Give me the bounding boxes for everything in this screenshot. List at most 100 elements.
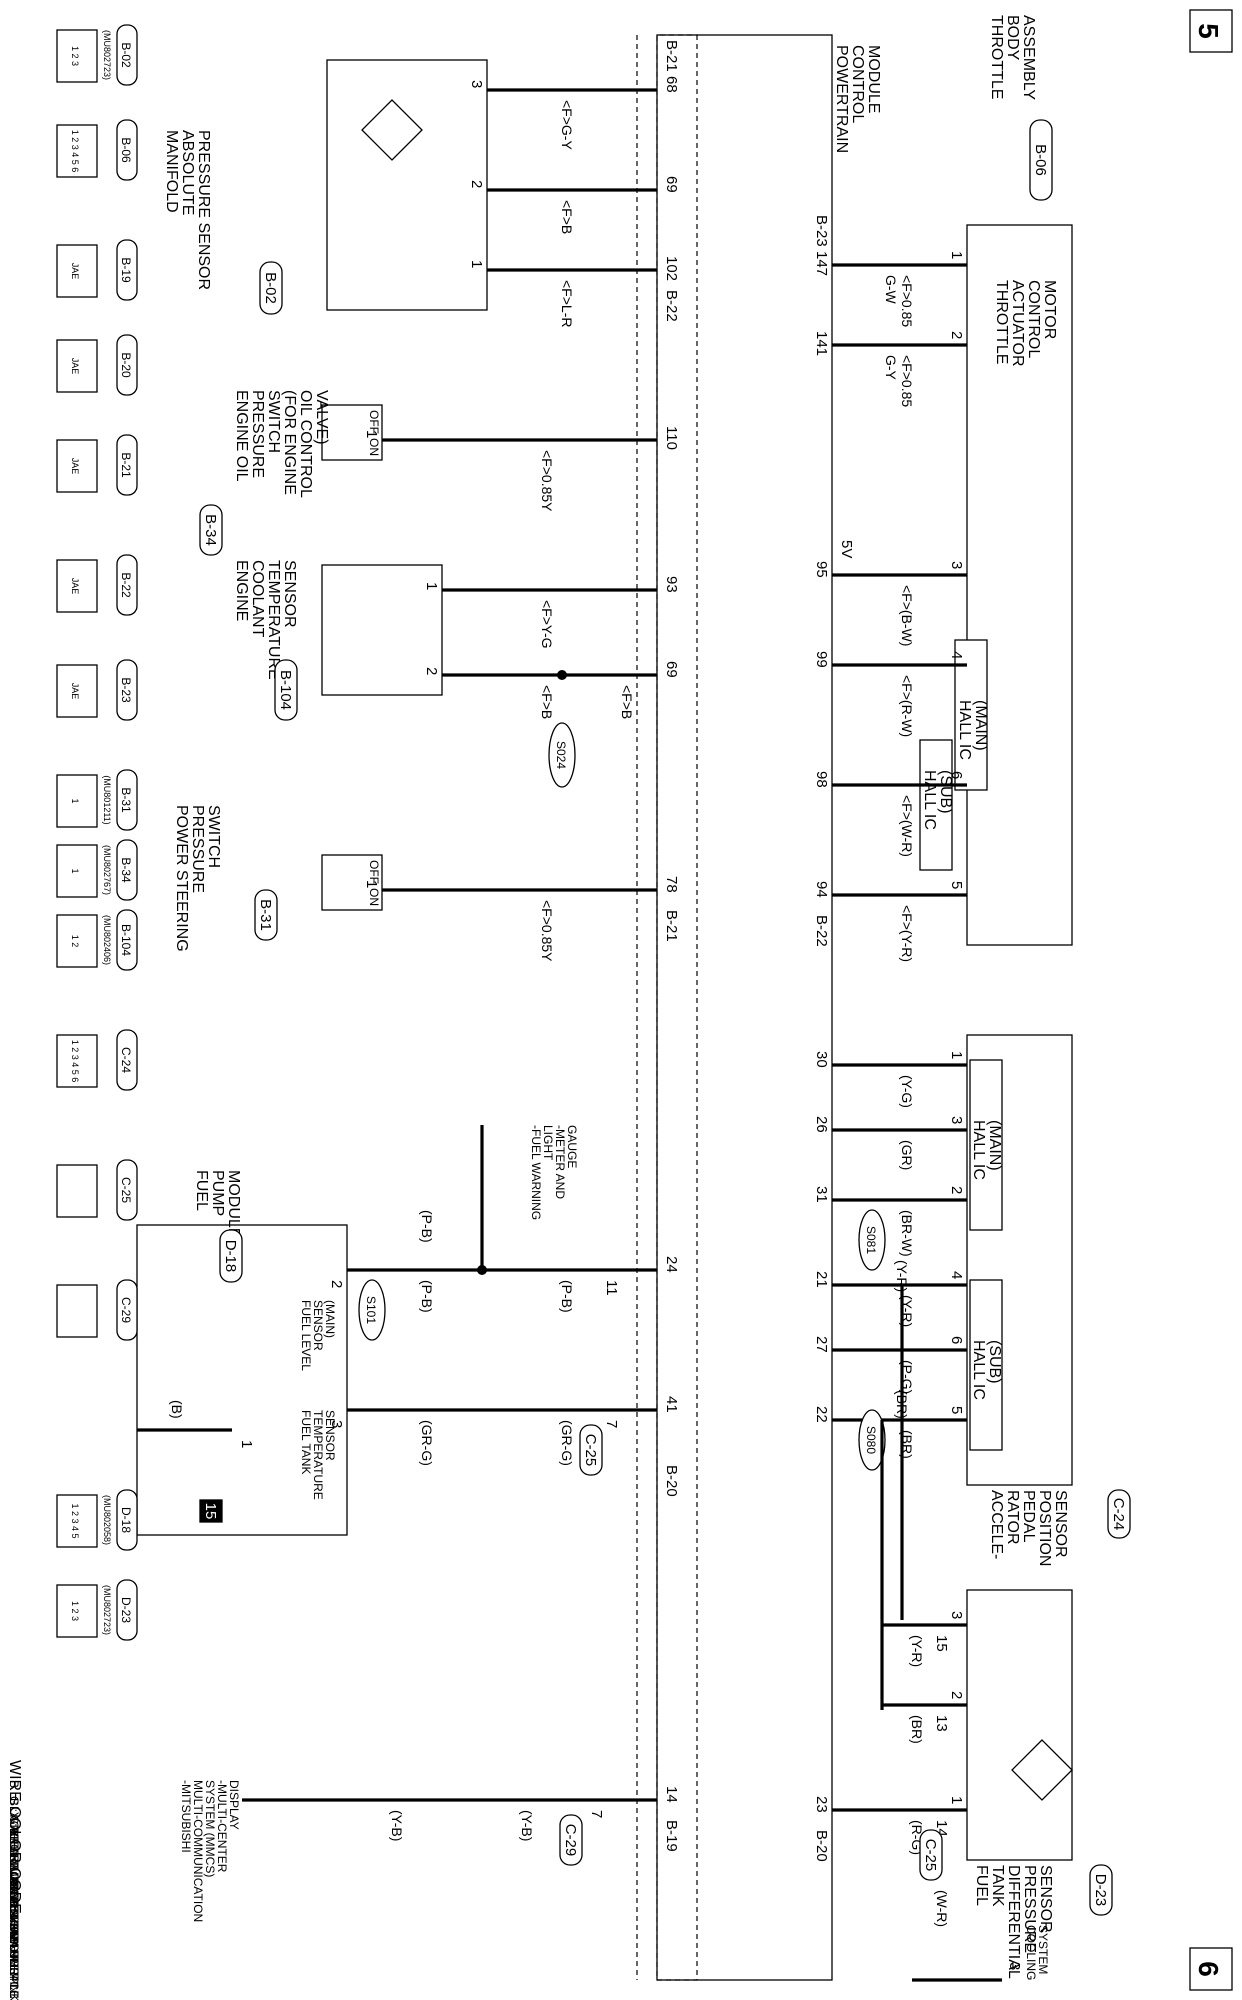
pcm-pin-label: 27: [813, 1336, 830, 1353]
page-number-bottom: 6: [1189, 1947, 1233, 1991]
mid-pin-label: 13: [933, 1715, 950, 1732]
pcm-pin-label: 141: [813, 331, 830, 356]
svg-text:ON: ON: [367, 888, 381, 906]
connector-name-tag: [116, 1159, 138, 1221]
svg-text:(MAIN): (MAIN): [986, 1120, 1003, 1171]
wire-color-label: (Y-G): [899, 1075, 915, 1108]
mid-connector: [919, 1829, 943, 1881]
sensor-pin-label: 2: [468, 180, 485, 188]
svg-text:WIRE COLOR CODE: WIRE COLOR CODE: [6, 1760, 23, 1914]
svg-text:COOLANT: COOLANT: [249, 560, 266, 638]
connector-name-tag: [116, 434, 138, 496]
connector-name-tag: [116, 769, 138, 831]
wire-color-label: <F>0.85: [899, 355, 915, 407]
wire-color-label: (Y-B): [389, 1810, 405, 1841]
svg-text:SENSOR: SENSOR: [1037, 1865, 1054, 1933]
connector-label: B-22: [813, 915, 830, 947]
wire-color-label: (P-B): [419, 1280, 435, 1313]
connector-face-label: 1: [70, 868, 80, 873]
connector-name: D-18: [119, 1507, 133, 1533]
connector-name-tag: [116, 119, 138, 181]
svg-text:HALL IC: HALL IC: [970, 1340, 987, 1400]
pcm-pin-label: 99: [813, 651, 830, 668]
wire-color-label: (GR): [899, 1140, 915, 1170]
accelerator-pedal-sensor: ACCELE- RATOR PEDAL POSITION SENSOR C-24…: [966, 1034, 1131, 1566]
wire-color-label: (Y-R): [909, 1635, 925, 1667]
connector-name-tag: [116, 909, 138, 971]
wire-color-label: G-Y: [883, 355, 899, 381]
mid-pin-label: 11: [603, 1280, 620, 1296]
splice-oval: [548, 722, 576, 788]
connector-name: B-19: [119, 257, 133, 283]
wire-color-label: (BR): [909, 1715, 925, 1744]
sensor-pin-label: 3: [948, 1611, 965, 1619]
svg-text:MODULE: MODULE: [865, 45, 882, 113]
svg-text:PUMP: PUMP: [209, 1170, 226, 1216]
svg-text:MOTOR: MOTOR: [1041, 280, 1058, 339]
svg-text:B-02: B-02: [262, 272, 279, 304]
svg-text:DIFFERENTIAL: DIFFERENTIAL: [1005, 1865, 1022, 1979]
connector-part-number: (MU802767): [102, 845, 112, 895]
svg-text:HALL IC: HALL IC: [970, 1120, 987, 1180]
svg-text:(SUB): (SUB): [937, 770, 954, 814]
svg-text:C-24: C-24: [1110, 1498, 1127, 1531]
connector-face: [56, 559, 98, 613]
splice-dot: [477, 1265, 487, 1275]
connector-label: B-23: [813, 215, 830, 247]
svg-text:PEDAL: PEDAL: [1020, 1490, 1037, 1543]
mid-connector: [579, 1424, 603, 1476]
sensor-pin-label: 4: [948, 1271, 965, 1279]
svg-text:HALL IC: HALL IC: [921, 770, 938, 830]
svg-text:(W-R): (W-R): [934, 1890, 950, 1927]
connector-label: B-22: [663, 290, 680, 322]
svg-text:5: 5: [1193, 23, 1224, 39]
wire-color-label: (BR-W): [899, 1210, 915, 1257]
sensor-pin-label: 1: [948, 1051, 965, 1059]
wire-color-label: <F>Y-G: [539, 600, 555, 649]
connector-name-tag: [116, 239, 138, 301]
fuel-wires: 244111723(P-B)(GR-G)(P-B)(GR-G)(P-B)1(B)…: [137, 1125, 680, 1497]
splice-label: S024: [554, 741, 568, 769]
svg-text:DISPLAY: DISPLAY: [227, 1780, 241, 1830]
throttle-pin-label: 2: [948, 331, 965, 339]
connector-name-tag: [116, 1489, 138, 1551]
connector-face: [56, 29, 98, 83]
sensor-pin-label: 6: [948, 1336, 965, 1344]
connector-panel: B-02(MU802723)1 2 3B-061 2 3 4 5 6B-19JA…: [56, 24, 138, 1641]
engine-oil-pressure-switch: OFF ON ENGINE OIL PRESSURE SWITCH (FOR E…: [199, 390, 383, 556]
connector-name-tag: [116, 334, 138, 396]
wire-color-label: (Y-R): [894, 1260, 910, 1292]
connector-face-label: JAE: [70, 358, 80, 375]
svg-text:-METER AND: -METER AND: [553, 1125, 567, 1199]
connector-name-tag: [116, 839, 138, 901]
svg-text:TEMPERATURE: TEMPERATURE: [265, 560, 282, 680]
connector-label: B-21: [663, 910, 680, 942]
svg-text:MANIFOLD: MANIFOLD: [163, 130, 180, 213]
svg-text:SENSOR: SENSOR: [311, 1300, 325, 1351]
connector-name: B-21: [119, 452, 133, 478]
connector-name-tag: [116, 24, 138, 86]
svg-text:PRESSURE: PRESSURE: [189, 805, 206, 893]
wire-color-label: <F>G-Y: [559, 100, 575, 150]
wire-color-label: <F>(W-R): [899, 795, 915, 857]
wire-color-label: <F>0.85Y: [539, 450, 555, 512]
tank-wires: 315(Y-R)213(BR)114(R-G)23C-25B-20: [813, 1611, 967, 1881]
svg-text:OIL CONTROL: OIL CONTROL: [297, 390, 314, 498]
connector-name-tag: [116, 1029, 138, 1091]
svg-text:POWER STEERING: POWER STEERING: [173, 805, 190, 952]
pcm-pin-label: 94: [813, 881, 830, 898]
connector-face: [56, 844, 98, 898]
svg-text:CONTROL: CONTROL: [849, 45, 866, 123]
connector-face: [56, 1494, 98, 1548]
pcm-pin-label: 22: [813, 1406, 830, 1423]
svg-text:15: 15: [202, 1503, 219, 1520]
connector-name: B-20: [119, 352, 133, 378]
svg-text:PRESSURE: PRESSURE: [1021, 1865, 1038, 1953]
connector-face-label: 1 2 3 4 5: [70, 1503, 80, 1538]
connector-face-label: 1 2 3: [70, 46, 80, 66]
pcm-pin-label: 110: [663, 426, 680, 450]
connector-part-number: (MU802723): [102, 30, 112, 80]
throttle-pin-label: 4: [948, 651, 965, 659]
document-code: HAP05M04CC: [7, 1920, 21, 1999]
